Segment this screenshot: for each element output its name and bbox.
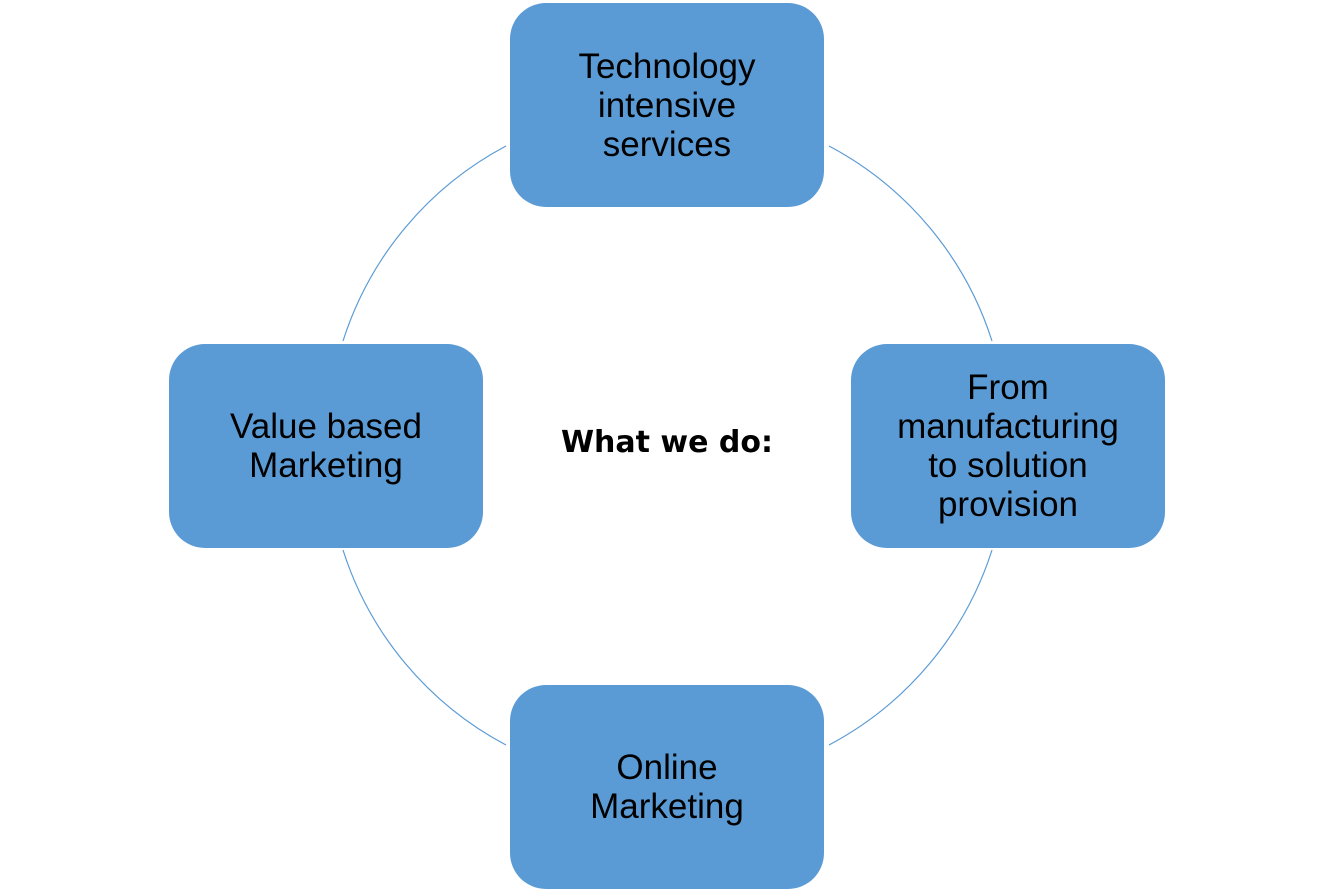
node-online-marketing: Online Marketing <box>510 685 824 889</box>
node-label: Online Marketing <box>590 748 744 826</box>
connector-arc-top-right <box>828 145 993 342</box>
node-value-based-marketing: Value based Marketing <box>169 344 483 548</box>
center-title: What we do: <box>560 425 774 460</box>
node-technology-intensive-services: Technology intensive services <box>510 3 824 207</box>
node-manufacturing-to-solution: From manufacturing to solution provision <box>851 344 1165 548</box>
connector-arc-left-top <box>342 145 507 342</box>
node-label: From manufacturing to solution provision <box>897 368 1119 524</box>
connector-arc-bottom-left <box>342 549 507 746</box>
connector-arc-right-bottom <box>828 549 993 746</box>
node-label: Value based Marketing <box>229 407 422 485</box>
node-label: Technology intensive services <box>578 46 756 164</box>
